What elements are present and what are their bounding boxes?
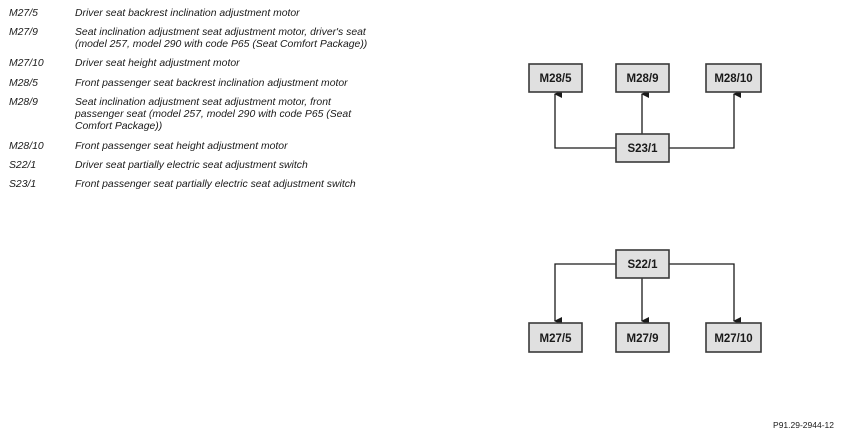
motor-box-m27-10: M27/10 — [705, 322, 762, 353]
legend-desc: Seat inclination adjustment seat adjustm… — [75, 97, 352, 132]
connector-line — [669, 263, 741, 325]
switch-box-s23-1: S23/1 — [615, 133, 670, 163]
motor-box-m28-5: M28/5 — [528, 63, 583, 93]
legend-desc: Seat inclination adjustment seat adjustm… — [75, 27, 368, 50]
legend-code: M27/10 — [9, 58, 44, 69]
motor-box-m28-10: M28/10 — [705, 63, 762, 93]
legend-code: M28/9 — [9, 97, 38, 108]
motor-box-m27-5: M27/5 — [528, 322, 583, 353]
diagram-top: M28/5 M28/9 M28/10 S23/1 — [528, 63, 762, 163]
motor-label: M27/10 — [714, 333, 752, 345]
legend-desc: Driver seat backrest inclination adjustm… — [75, 8, 300, 19]
legend-desc: Driver seat partially electric seat adju… — [75, 160, 308, 171]
connector-line — [554, 90, 616, 149]
legend-code: S22/1 — [9, 160, 37, 171]
motor-label: M28/5 — [540, 73, 573, 85]
legend: M27/5 Driver seat backrest inclination a… — [0, 0, 500, 200]
legend-code: M27/5 — [9, 8, 38, 19]
diagram-bottom: S22/1 M27/5 M27/9 M27/10 — [528, 249, 762, 353]
legend-code: M27/9 — [9, 27, 38, 38]
motor-box-m28-9: M28/9 — [615, 63, 670, 93]
figure-id: P91.29-2944-12 — [773, 420, 834, 430]
motor-label: M27/9 — [627, 333, 659, 345]
connector-line — [669, 90, 741, 149]
connector-line — [554, 263, 616, 325]
legend-desc: Front passenger seat height adjustment m… — [75, 141, 288, 152]
switch-label: S23/1 — [627, 143, 658, 155]
legend-code: M28/10 — [9, 141, 44, 152]
legend-code: S23/1 — [9, 179, 37, 190]
legend-code: M28/5 — [9, 78, 38, 89]
switch-label: S22/1 — [627, 259, 658, 271]
motor-label: M27/5 — [540, 333, 573, 345]
switch-box-s22-1: S22/1 — [615, 249, 670, 279]
motor-label: M28/9 — [627, 73, 659, 85]
legend-desc: Front passenger seat backrest inclinatio… — [75, 78, 348, 89]
motor-label: M28/10 — [714, 73, 752, 85]
legend-desc: Front passenger seat partially electric … — [75, 179, 356, 190]
motor-box-m27-9: M27/9 — [615, 322, 670, 353]
legend-desc: Driver seat height adjustment motor — [75, 58, 240, 69]
